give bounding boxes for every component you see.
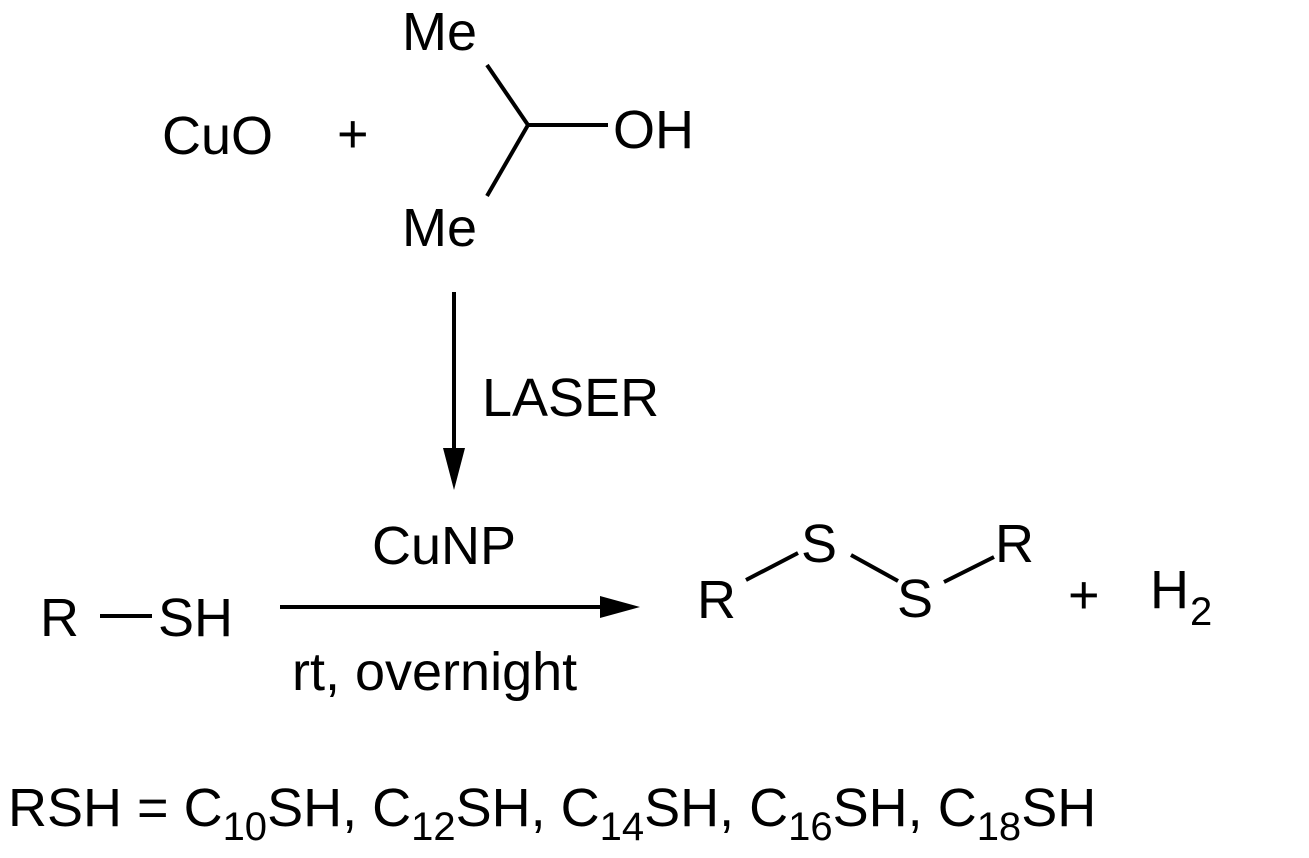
- thiol-sh-label: SH: [158, 588, 233, 648]
- hydrogen-product: H 2: [1150, 560, 1212, 634]
- hydrogen-subscript: 2: [1190, 590, 1212, 634]
- disulfide-s-right-label: S: [897, 569, 933, 629]
- disulfide-r-left-label: R: [697, 570, 736, 630]
- bond-methyl-top: [485, 63, 530, 127]
- disulfide-s-left-label: S: [801, 514, 837, 574]
- reaction-arrowhead: [600, 596, 640, 618]
- thiol-c14: C14SH: [560, 778, 720, 849]
- conditions-label: rt, overnight: [292, 642, 577, 702]
- bond-s-r-right: [943, 555, 995, 584]
- rsh-lhs: RSH =: [8, 778, 184, 838]
- thiol-r-label: R: [40, 588, 79, 648]
- disulfide-structure: R S S R: [697, 514, 1034, 630]
- methyl-top-label: Me: [402, 2, 477, 62]
- plus-sign-1: +: [337, 104, 369, 164]
- bond-methyl-bottom: [485, 123, 530, 198]
- hydrogen-symbol: H: [1150, 560, 1189, 620]
- laser-arrowhead: [443, 448, 465, 490]
- disulfide-r-right-label: R: [995, 514, 1034, 574]
- thiol-structure: R SH: [40, 588, 233, 648]
- cuo-label: CuO: [162, 106, 273, 166]
- laser-label: LASER: [482, 368, 659, 428]
- thiol-c10: C10SH: [183, 778, 343, 849]
- bond-r-s-left: [745, 551, 799, 582]
- plus-sign-2: +: [1068, 565, 1100, 625]
- isopropanol-structure: Me Me OH: [402, 2, 694, 258]
- hydroxyl-label: OH: [613, 100, 694, 160]
- cunp-label: CuNP: [372, 516, 516, 576]
- bond-s-s: [850, 553, 899, 583]
- thiol-c18: C18SH: [937, 778, 1097, 849]
- thiol-c12: C12SH: [372, 778, 531, 849]
- thiol-c16: C16SH: [749, 778, 908, 849]
- rsh-definition: RSH = C10SH, C12SH, C14SH, C16SH, C18SH: [8, 778, 1097, 849]
- methyl-bottom-label: Me: [402, 198, 477, 258]
